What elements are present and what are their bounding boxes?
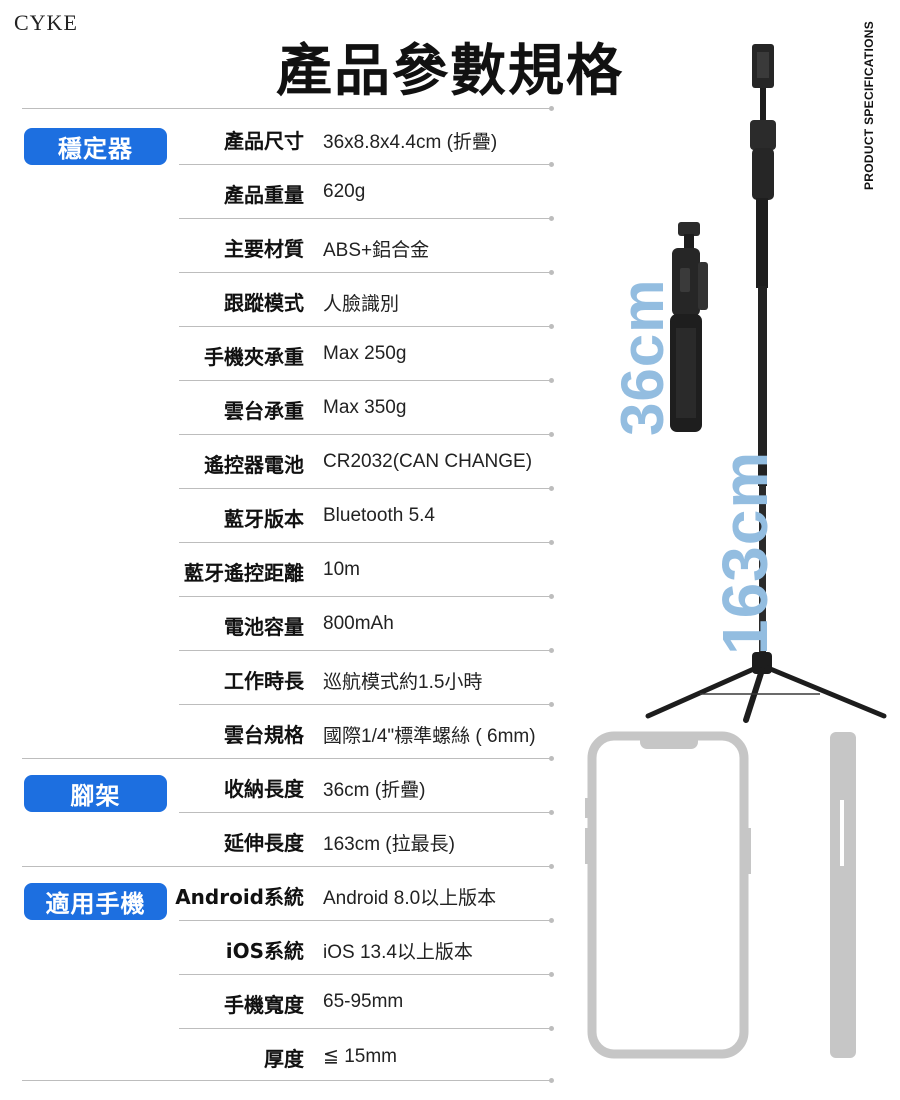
spec-value: ABS+鋁合金 xyxy=(323,240,430,261)
divider-line xyxy=(179,540,554,545)
spec-label: 遙控器電池 xyxy=(204,453,304,477)
divider-line xyxy=(179,972,554,977)
spec-label: 跟蹤模式 xyxy=(224,291,304,315)
spec-label: 藍牙遙控距離 xyxy=(184,561,304,585)
divider-line xyxy=(22,756,554,761)
phone-front-outline xyxy=(585,731,751,1059)
divider-line xyxy=(179,270,554,275)
spec-value: 36x8.8x4.4cm (折疊) xyxy=(323,132,498,153)
spec-value: ≦ 15mm xyxy=(323,1046,397,1067)
spec-value: 163cm (拉最長) xyxy=(323,834,455,855)
divider-line xyxy=(22,106,554,111)
divider-line xyxy=(22,1078,554,1083)
spec-value: 65-95mm xyxy=(323,991,404,1012)
extended-selfie-stick-image xyxy=(645,44,887,723)
folded-length-label: 36cm xyxy=(609,278,676,436)
section-badge-tripod: 腳架 xyxy=(24,775,167,812)
spec-label: 電池容量 xyxy=(224,615,304,639)
spec-label: 手機夾承重 xyxy=(204,345,304,369)
spec-value: 800mAh xyxy=(323,613,394,634)
spec-label: iOS系統 xyxy=(225,939,304,963)
spec-value: CR2032(CAN CHANGE) xyxy=(323,451,533,472)
divider-line xyxy=(179,918,554,923)
page-title: 產品參數規格 xyxy=(276,39,624,104)
spec-label: 產品尺寸 xyxy=(224,129,304,153)
spec-value: 人臉識別 xyxy=(323,294,400,315)
divider-line xyxy=(179,162,554,167)
divider-line xyxy=(179,216,554,221)
spec-label: 藍牙版本 xyxy=(224,507,304,531)
spec-label: 收納長度 xyxy=(224,777,304,801)
spec-label: Android系統 xyxy=(175,885,304,909)
spec-label: 厚度 xyxy=(264,1047,304,1071)
divider-line xyxy=(179,810,554,815)
phone-side-outline xyxy=(830,732,856,1058)
spec-label: 產品重量 xyxy=(224,183,304,207)
spec-label: 雲台規格 xyxy=(224,723,304,747)
spec-label: 雲台承重 xyxy=(224,399,304,423)
spec-value: Max 250g xyxy=(323,343,407,364)
brand-logo: CYKE xyxy=(14,10,78,35)
divider-line xyxy=(22,864,554,869)
divider-line xyxy=(179,486,554,491)
divider-line xyxy=(179,1026,554,1031)
spec-value: 國際1/4"標準螺絲 ( 6mm) xyxy=(323,726,536,747)
spec-value: 36cm (折疊) xyxy=(323,780,426,801)
spec-label: 主要材質 xyxy=(224,237,304,261)
spec-value: Max 350g xyxy=(323,397,407,418)
spec-label: 手機寬度 xyxy=(224,993,304,1017)
divider-line xyxy=(179,324,554,329)
spec-value: 巡航模式約1.5小時 xyxy=(323,672,483,693)
divider-line xyxy=(179,378,554,383)
spec-value: 620g xyxy=(323,181,366,202)
spec-label: 工作時長 xyxy=(224,669,304,693)
divider-line xyxy=(179,648,554,653)
section-badge-stabilizer: 穩定器 xyxy=(24,128,167,165)
folded-selfie-stick-image xyxy=(670,222,708,432)
spec-value: Android 8.0以上版本 xyxy=(323,888,497,909)
section-badge-phone: 適用手機 xyxy=(24,883,167,920)
spec-value: 10m xyxy=(323,559,360,580)
divider-line xyxy=(179,702,554,707)
divider-line xyxy=(179,594,554,599)
spec-value: iOS 13.4以上版本 xyxy=(323,942,473,963)
extended-length-label: 163cm xyxy=(709,450,781,655)
spec-label: 延伸長度 xyxy=(224,831,304,855)
divider-line xyxy=(179,432,554,437)
spec-value: Bluetooth 5.4 xyxy=(323,505,435,526)
